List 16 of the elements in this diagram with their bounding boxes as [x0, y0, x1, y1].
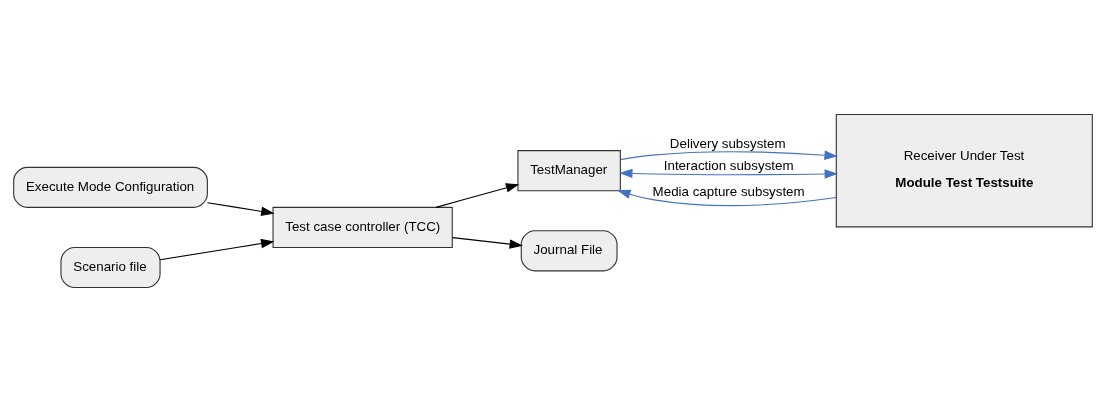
node-box: Execute Mode Configuration	[13, 166, 208, 208]
arrow	[619, 168, 838, 179]
node-box: TestManager	[517, 150, 621, 192]
arrow	[617, 189, 837, 207]
node-box: Receiver Under Test Module Test Testsuite	[835, 113, 1093, 228]
node-box: Test case controller (TCC)	[272, 206, 453, 249]
node-box: Journal File	[520, 230, 618, 272]
edge-label: Interaction subsystem	[663, 158, 794, 174]
arrow	[159, 238, 275, 261]
edge-label: Media capture subsystem	[652, 183, 805, 199]
arrow	[207, 202, 275, 216]
arrow	[435, 183, 520, 208]
arrow	[620, 150, 838, 161]
edge-label: Delivery subsystem	[669, 135, 786, 151]
arrow	[451, 237, 523, 249]
node-box: Scenario file	[60, 246, 161, 289]
